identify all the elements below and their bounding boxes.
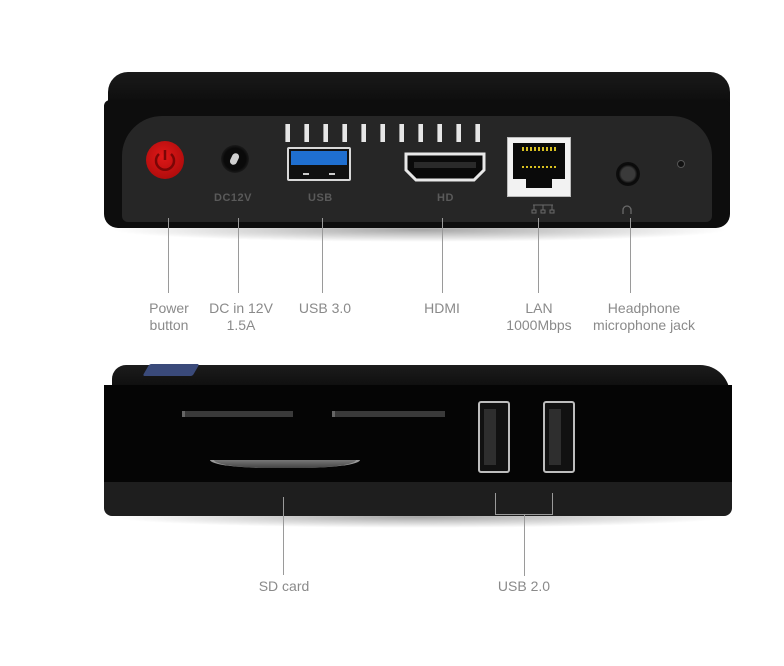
card-slot-right[interactable] bbox=[332, 411, 445, 417]
ir-sensor bbox=[677, 160, 685, 168]
usb2-port-2[interactable] bbox=[543, 401, 575, 473]
dc-marking: DC12V bbox=[214, 192, 252, 204]
hdmi-port[interactable] bbox=[404, 152, 486, 182]
callout-usb2: USB 2.0 bbox=[497, 578, 551, 594]
leader-sd bbox=[283, 497, 284, 575]
headphone-icon bbox=[620, 202, 634, 214]
logo-badge bbox=[142, 364, 200, 376]
usb-marking: USB bbox=[308, 192, 333, 204]
usb3-port[interactable] bbox=[287, 147, 351, 181]
leader-power bbox=[168, 218, 169, 293]
power-button[interactable] bbox=[146, 141, 184, 179]
callout-hdmi: HDMI bbox=[424, 300, 460, 316]
leader-lan bbox=[538, 218, 539, 293]
lan-port[interactable] bbox=[507, 137, 571, 197]
callout-sd: SD card bbox=[258, 578, 310, 594]
card-slot-left[interactable] bbox=[182, 411, 293, 417]
leader-audio bbox=[630, 218, 631, 293]
callout-usb3: USB 3.0 bbox=[298, 300, 352, 316]
headphone-jack[interactable] bbox=[616, 162, 640, 186]
leader-usb3 bbox=[322, 218, 323, 293]
dc-power-jack[interactable] bbox=[221, 145, 249, 173]
leader-dc bbox=[238, 218, 239, 293]
leader-hdmi bbox=[442, 218, 443, 293]
network-icon bbox=[530, 202, 556, 214]
hdmi-marking: HD bbox=[437, 192, 454, 204]
device-body bbox=[104, 385, 732, 485]
usb2-port-1[interactable] bbox=[478, 401, 510, 473]
power-icon bbox=[154, 150, 176, 171]
device-base bbox=[104, 482, 732, 516]
